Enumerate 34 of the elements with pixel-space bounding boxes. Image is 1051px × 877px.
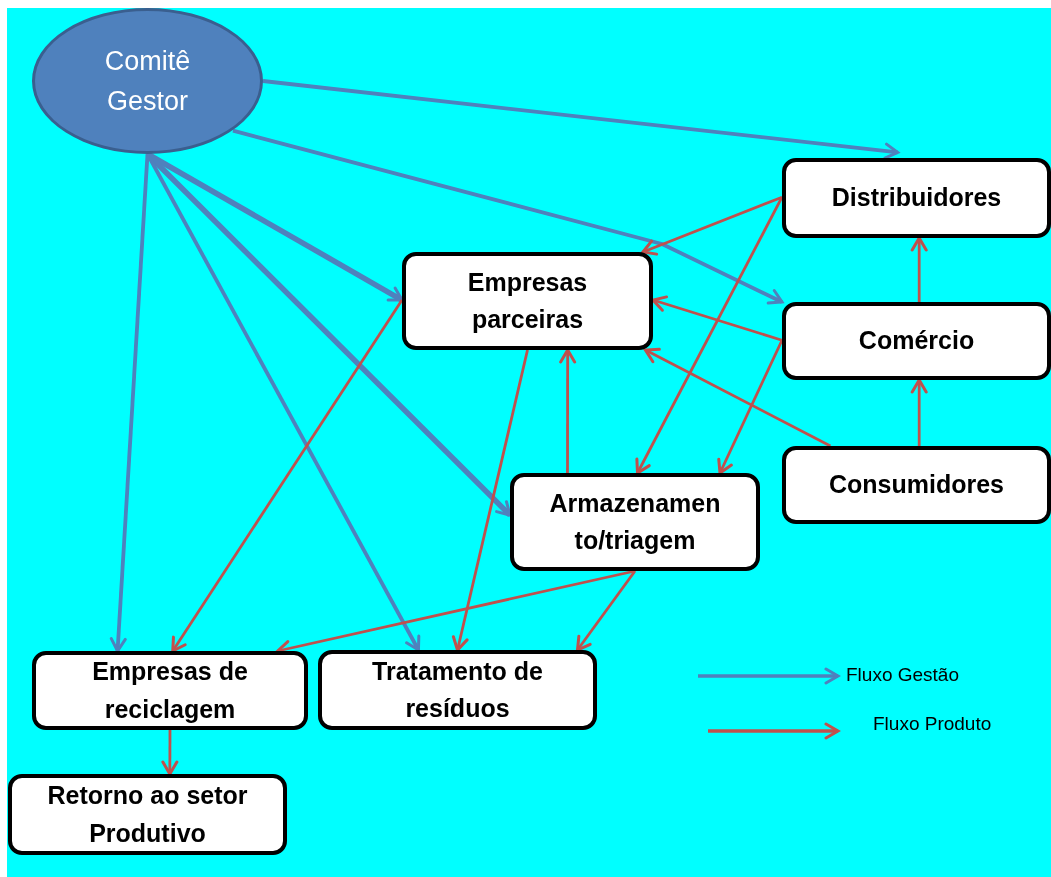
rounded-box	[782, 446, 1051, 524]
arrow	[910, 236, 928, 302]
rounded-box	[8, 774, 287, 855]
node-label: Consumidores	[829, 469, 1004, 501]
rounded-box	[510, 473, 760, 571]
arrow	[171, 299, 404, 653]
arrow	[910, 378, 928, 446]
arrow	[635, 196, 784, 475]
rounded-box	[782, 158, 1051, 238]
arrow	[717, 339, 784, 475]
rounded-box	[32, 651, 308, 730]
node-label: Comitê Gestor	[103, 44, 192, 118]
arrow	[161, 730, 179, 776]
arrow	[641, 195, 783, 256]
node-label: Distribuidores	[831, 182, 1002, 214]
legend-label: Fluxo Gestão	[846, 664, 959, 686]
arrow	[559, 348, 577, 473]
legend-label: Fluxo Produto	[873, 713, 992, 735]
arrow	[643, 347, 832, 448]
rounded-box	[318, 650, 597, 730]
arrow	[109, 153, 150, 653]
arrow	[232, 128, 784, 305]
node-label: Retorno ao setor Produtivo	[46, 780, 249, 849]
arrow	[451, 349, 529, 652]
node-label: Armazenamen to/triagem	[548, 487, 722, 556]
arrow	[575, 570, 637, 652]
node-label: Empresas de reciclagem	[91, 656, 249, 725]
node-label: Tratamento de resíduos	[371, 655, 544, 724]
arrow	[651, 295, 783, 342]
rounded-box	[782, 302, 1051, 380]
node-label: Empresas parceiras	[466, 266, 589, 335]
node-label: Comércio	[858, 325, 975, 357]
arrow	[262, 79, 900, 160]
rounded-box	[402, 252, 653, 350]
